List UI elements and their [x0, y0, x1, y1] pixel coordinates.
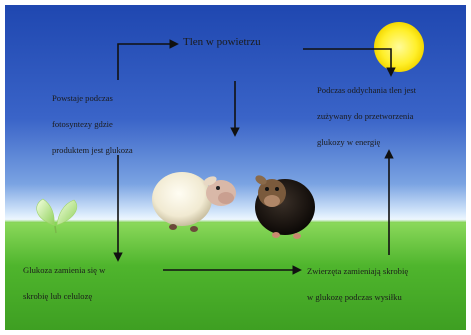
- white-sheep-icon: [152, 172, 236, 232]
- node-photosynthesis: Powstaje podczas fotosyntezy gdzie produ…: [52, 85, 133, 163]
- node-respiration-line: glukozy w energię: [317, 137, 381, 147]
- node-respiration-line: Podczas oddychania tlen jest: [317, 85, 417, 95]
- sun-icon: [374, 22, 424, 72]
- arrow-oxygen-to-respiration: [303, 48, 396, 77]
- node-air-oxygen: Tlen w powietrzu: [183, 36, 261, 48]
- node-glucose-conversion: Glukoza zamienia się w skrobię lub celul…: [23, 257, 105, 309]
- black-sheep-icon: [255, 175, 315, 239]
- arrow-photosynthesis-to-oxygen: [117, 39, 179, 80]
- node-animals-line: Zwierzęta zamieniają skrobię: [307, 266, 409, 276]
- plant-sprout-icon: [36, 198, 78, 234]
- node-glucose-line: skrobię lub celulozę: [23, 291, 93, 301]
- node-respiration: Podczas oddychania tlen jest zużywany do…: [317, 77, 416, 155]
- diagram-graphics: [36, 22, 424, 275]
- diagram-canvas: Tlen w powietrzu Powstaje podczas fotosy…: [5, 5, 466, 330]
- node-animals: Zwierzęta zamieniają skrobię w glukozę p…: [307, 258, 408, 310]
- node-photosynthesis-line: produktem jest glukoza: [52, 145, 133, 155]
- node-respiration-line: zużywany do przetworzenia: [317, 111, 414, 121]
- flow-arrows: [113, 39, 396, 275]
- node-glucose-line: Glukoza zamienia się w: [23, 265, 106, 275]
- node-photosynthesis-line: Powstaje podczas: [52, 93, 113, 103]
- node-photosynthesis-line: fotosyntezy gdzie: [52, 119, 113, 129]
- node-animals-line: w glukozę podczas wysiłku: [307, 292, 402, 302]
